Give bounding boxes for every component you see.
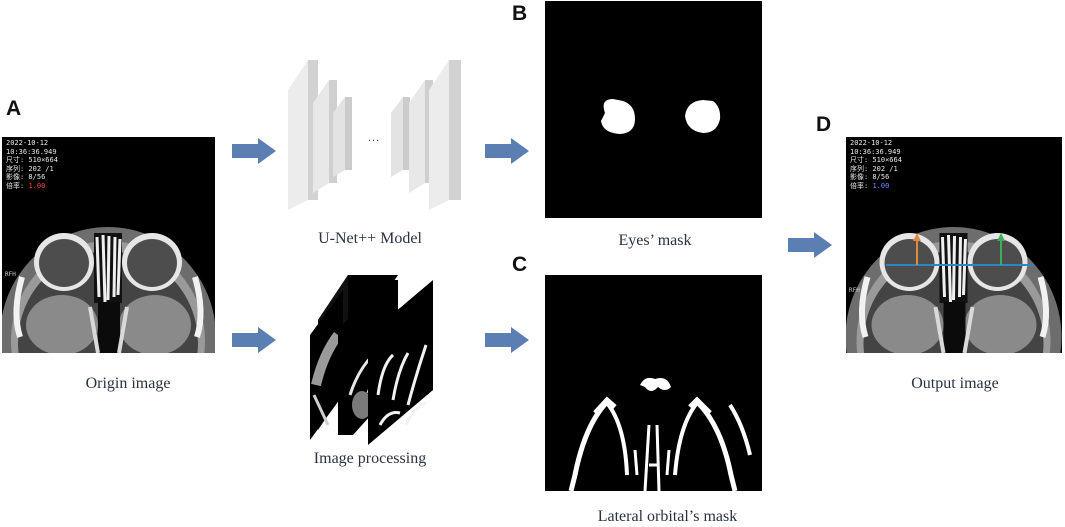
- arrow-to-unet: [232, 138, 276, 164]
- lateral-orbital-mask-image: [545, 275, 762, 491]
- lateral-mask-shapes: [568, 377, 752, 491]
- caption-image-processing: Image processing: [313, 450, 427, 467]
- output-ct-scan: [846, 227, 1062, 353]
- output-ct-overlay-text: 2022-10-12 10:36:36.949 尺寸: 510×664 序列: …: [850, 139, 902, 190]
- panel-label-b: B: [512, 2, 528, 25]
- unet-model-diagram: [288, 60, 461, 210]
- arrow-to-output: [788, 232, 832, 258]
- panel-label-a: A: [6, 97, 22, 120]
- left-eye-arrow-head: [997, 233, 1005, 241]
- output-measurement-lines: [886, 233, 1034, 266]
- caption-lateral-orbital-mask: Lateral orbital’s mask: [597, 508, 738, 525]
- origin-ct-image: 2022-10-12 10:36:36.949 尺寸: 510×664 序列: …: [2, 137, 215, 353]
- processing-slices: [310, 275, 433, 445]
- panel-label-c: C: [512, 253, 528, 276]
- image-processing-stack: [298, 275, 448, 445]
- caption-origin-image: Origin image: [85, 375, 171, 392]
- arrow-to-lateral-mask: [485, 327, 529, 353]
- arrow-to-eyes-mask: [485, 138, 529, 164]
- output-ct-side-label: RFH: [849, 287, 860, 294]
- caption-unet-model: U-Net++ Model: [318, 230, 422, 247]
- unet-ellipsis: ...: [368, 132, 381, 144]
- output-ct-image: 2022-10-12 10:36:36.949 尺寸: 510×664 序列: …: [846, 137, 1062, 353]
- caption-output-image: Output image: [911, 375, 999, 392]
- eyes-mask-image: [545, 1, 762, 218]
- eyes-mask-shapes: [601, 99, 721, 134]
- origin-ct-overlay-text: 2022-10-12 10:36:36.949 尺寸: 510×664 序列: …: [6, 139, 58, 190]
- right-eye-arrow-head: [913, 233, 921, 241]
- arrow-to-processing: [232, 327, 276, 353]
- caption-eyes-mask: Eyes’ mask: [618, 232, 692, 249]
- origin-ct-side-label: RFH: [5, 271, 16, 278]
- panel-label-d: D: [816, 113, 832, 136]
- origin-ct-scan: [2, 227, 215, 353]
